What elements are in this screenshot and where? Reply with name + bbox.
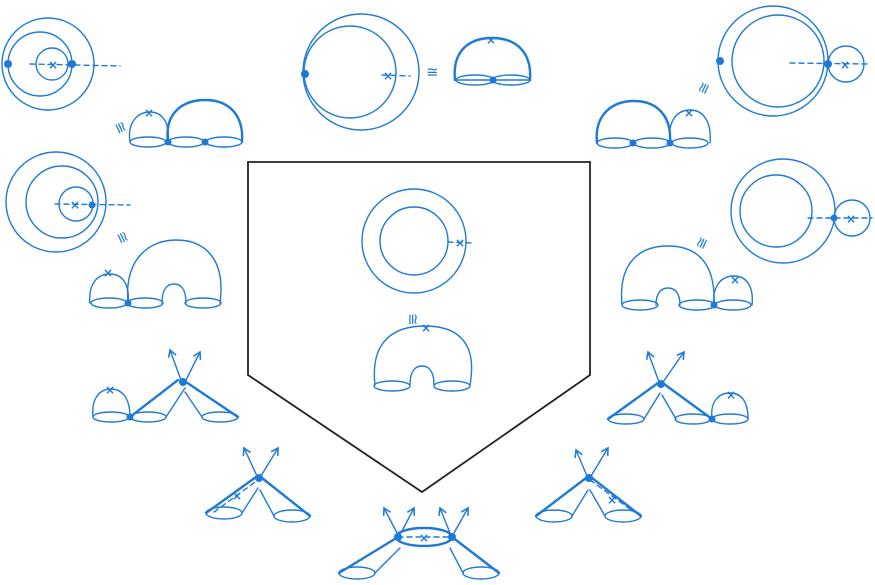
top-left-arch-x: × [144, 106, 154, 120]
top-right-disk: × [716, 6, 868, 116]
top-left-congruence: ≅ [110, 118, 132, 137]
mid-right-x: × [846, 212, 856, 226]
center-congruence-symbol: ≅ [404, 313, 422, 326]
top-right-arch-x: × [684, 106, 694, 120]
top-right-double-arch: × [597, 101, 711, 148]
bottom-right-x: × [607, 493, 617, 507]
top-right-x: × [840, 58, 850, 72]
center-arch-surface: × [374, 321, 472, 391]
mid-left-congruence: ≅ [112, 228, 134, 247]
pentagon-frame [248, 162, 590, 492]
bottom-left-x: × [232, 489, 242, 503]
bottom-center-surface: × [339, 508, 499, 579]
mid-right-disk: × [731, 159, 872, 263]
top-center-arch: × [455, 33, 530, 85]
bottom-left-surface: × [206, 448, 310, 522]
top-right-congruence: ≅ [693, 79, 715, 98]
lower-left-x: × [105, 383, 115, 397]
center-annulus: × [362, 189, 472, 293]
top-center-disk: × [301, 14, 419, 130]
mid-right-congruence: ≅ [691, 234, 713, 253]
mid-right-arch-x: × [730, 273, 740, 287]
top-center-congruence: ≅ [426, 63, 439, 81]
mid-left-x: × [70, 198, 80, 212]
top-center-arch-x: × [486, 33, 496, 47]
lower-right-surface: × [608, 352, 748, 424]
bottom-right-surface: × [536, 448, 641, 522]
bottom-center-x: × [419, 531, 429, 545]
top-left-disk: × [2, 18, 120, 110]
mid-left-arch: × [90, 240, 221, 308]
top-left-x: × [48, 58, 58, 72]
mid-left-disk: × [6, 152, 130, 252]
mid-right-arch: × [622, 246, 753, 310]
mid-left-arch-x: × [103, 266, 113, 280]
top-left-double-arch: × [130, 100, 243, 147]
lower-right-x: × [726, 388, 736, 402]
lower-left-surface: × [93, 350, 238, 422]
top-center-x: × [383, 69, 393, 83]
center-x-mark: × [455, 236, 465, 250]
center-arch-x: × [421, 321, 431, 335]
